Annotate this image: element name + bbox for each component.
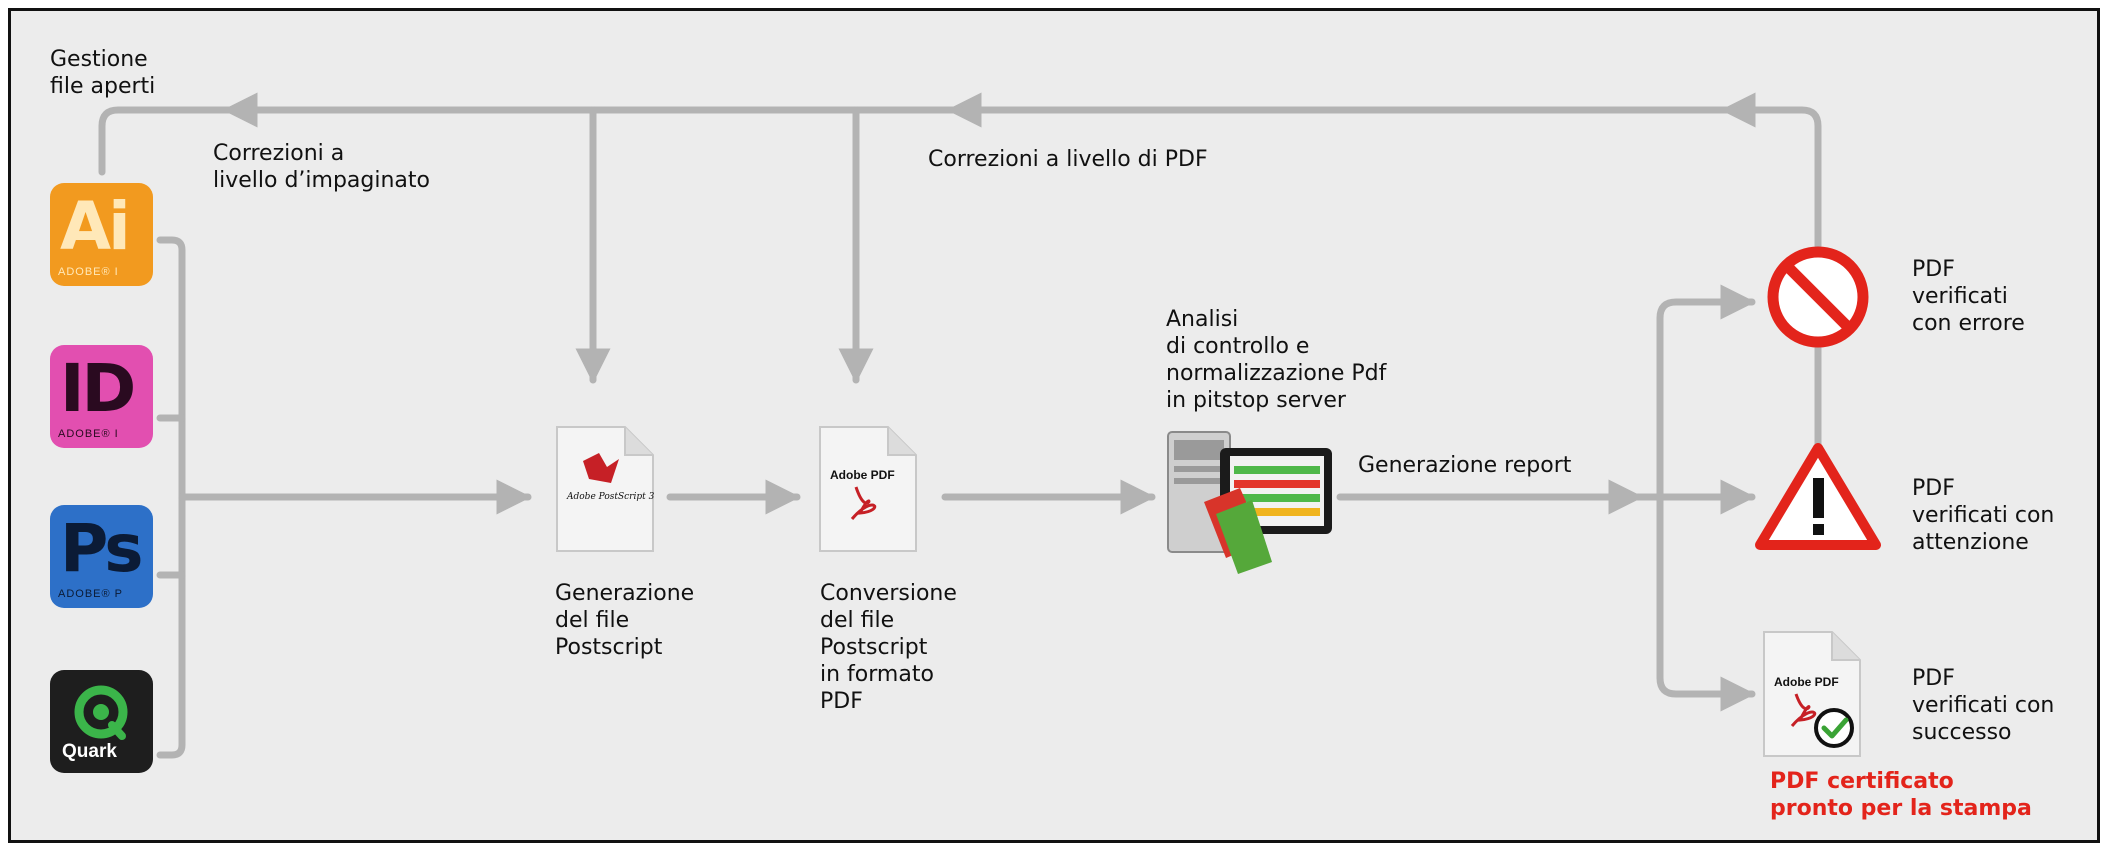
error-result-label: PDF verificati con errore: [1912, 257, 2025, 336]
feedback-to-app-line: [98, 106, 239, 176]
success-result-label: PDF verificati con successo: [1912, 666, 2055, 745]
branch-to-error-line: [1656, 284, 1756, 501]
postscript-document-icon: Adobe PostScript 3: [556, 426, 655, 552]
quark-logo-icon: [74, 685, 128, 740]
layout-corrections-label: Correzioni a livello d’impaginato: [213, 141, 430, 193]
branch-to-success-line: [1656, 493, 1756, 712]
photoshop-glyph: Ps: [60, 510, 144, 587]
indesign-glyph: ID: [60, 350, 136, 427]
warning-icon: [1755, 443, 1881, 550]
warning-result-label: PDF verificati con attenzione: [1912, 476, 2055, 555]
open-files-label: Gestione file aperti: [50, 47, 156, 99]
conversion-step-label: Conversione del file Postscript in forma…: [820, 581, 957, 714]
photoshop-app-icon: Ps ADOBE® P: [50, 505, 153, 608]
postscript-step-label: Generazione del file Postscript: [555, 581, 695, 660]
pdf-document-icon: Adobe PDF: [819, 426, 917, 552]
analysis-label: Analisi di controllo e normalizzazione P…: [1166, 307, 1387, 413]
indesign-app-icon: ID ADOBE® I: [50, 345, 153, 448]
illustrator-app-icon: Ai ADOBE® I: [50, 183, 153, 286]
illustrator-glyph: Ai: [60, 188, 131, 265]
pitstop-server-icon: [1167, 431, 1332, 574]
quark-app-icon: Quark: [50, 670, 153, 773]
certified-pdf-document-icon: Adobe PDF: [1763, 631, 1861, 757]
photoshop-vendor: ADOBE® P: [58, 588, 124, 600]
indesign-vendor: ADOBE® I: [58, 428, 119, 440]
quark-vendor: Quark: [62, 741, 117, 762]
pdf-doc-label: Adobe PDF: [830, 468, 895, 482]
illustrator-vendor: ADOBE® I: [58, 266, 119, 278]
error-icon: [1767, 246, 1869, 348]
pdf-corrections-label: Correzioni a livello di PDF: [928, 147, 1208, 172]
report-label: Generazione report: [1358, 453, 1572, 478]
postscript-doc-label: Adobe PostScript 3: [566, 492, 655, 502]
checkmark-icon: [1814, 708, 1854, 748]
certified-doc-label: Adobe PDF: [1774, 675, 1839, 689]
certified-label: PDF certificato pronto per la stampa: [1770, 769, 2032, 821]
feedback-loop-line: [1720, 92, 1822, 250]
